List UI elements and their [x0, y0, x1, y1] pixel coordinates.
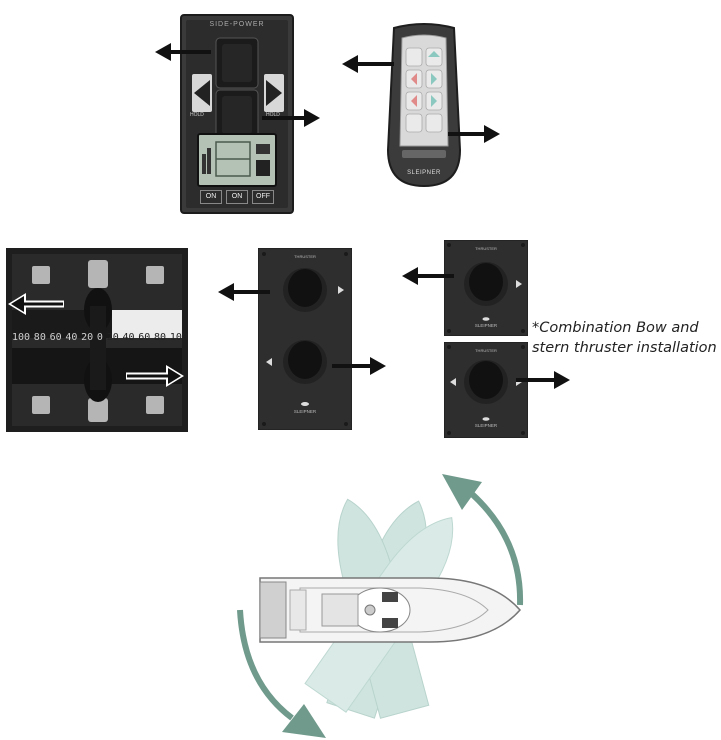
combination-panel-bow: THRUSTER SLEIPNER: [443, 239, 529, 337]
boat-icon: [259, 577, 521, 643]
dual-joystick-panel: THRUSTER SLEIPNER: [257, 247, 353, 431]
lever-control-panel: 100 80 60 40 20 0 20 40 60 80 100: [6, 248, 188, 432]
arrow-left-icon: [218, 283, 270, 301]
scale-label: 80: [33, 332, 46, 343]
panel-brand: SIDE-POWER: [209, 21, 265, 28]
arrow-right-icon: [516, 371, 570, 389]
arrow-left-icon: [8, 293, 64, 315]
arrow-left-icon: [155, 43, 211, 61]
arrow-right-icon: [332, 357, 386, 375]
wireless-remote: SLEIPNER: [384, 20, 464, 188]
on-button-2[interactable]: ON: [226, 190, 248, 204]
arrow-left-icon: [402, 267, 454, 285]
scale-label: 100: [12, 332, 31, 343]
side-power-panel: SIDE-POWER HOLD HOLD ON ON OFF: [180, 14, 294, 214]
hold-label-left: HOLD: [190, 112, 204, 118]
scale-label: 20: [106, 332, 119, 343]
scale-label: 20: [81, 332, 94, 343]
scale-label: 40: [122, 332, 135, 343]
boat-rotation-diagram: [237, 474, 524, 738]
arrow-left-icon: [342, 55, 394, 73]
scale-label: 80: [154, 332, 167, 343]
off-button[interactable]: OFF: [252, 190, 274, 204]
scale-label: 0: [96, 332, 103, 343]
combination-note: *Combination Bow and stern thruster inst…: [532, 320, 717, 356]
scale-label: 60: [138, 332, 151, 343]
scale-label: 100: [169, 332, 188, 343]
panel-header: THRUSTER: [294, 254, 316, 259]
hold-label-right: HOLD: [266, 112, 280, 118]
panel-brand: SLEIPNER: [474, 423, 498, 428]
lever-scale: 100 80 60 40 20 0 20 40 60 80 100: [12, 332, 188, 343]
panel-brand: SLEIPNER: [474, 323, 498, 328]
scale-label: 60: [49, 332, 62, 343]
panel-header: THRUSTER: [475, 348, 497, 353]
panel-header: THRUSTER: [475, 246, 497, 251]
combination-panel-stern: THRUSTER SLEIPNER: [443, 341, 529, 439]
arrow-right-icon: [448, 125, 500, 143]
scale-label: 40: [65, 332, 78, 343]
panel-brand: SLEIPNER: [293, 409, 317, 414]
arrow-right-icon: [126, 365, 184, 387]
arrow-right-icon: [262, 109, 320, 127]
remote-brand: SLEIPNER: [407, 170, 441, 176]
on-button[interactable]: ON: [200, 190, 222, 204]
panel-button-row: ON ON OFF: [200, 190, 274, 204]
